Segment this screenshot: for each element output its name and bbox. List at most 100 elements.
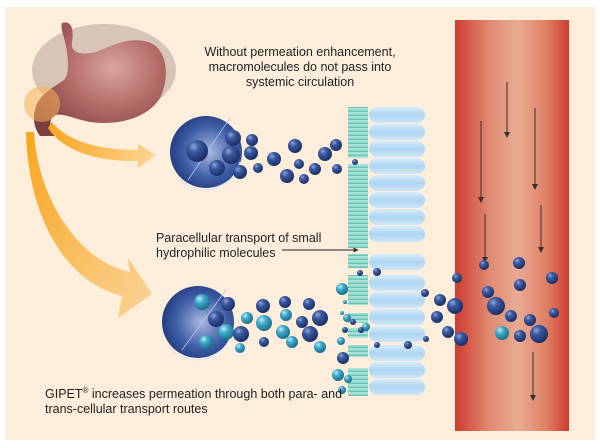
macromolecule (514, 330, 526, 342)
epithelial-cell (369, 124, 425, 140)
macromolecule (221, 297, 235, 311)
orange-arrow-lower (26, 132, 152, 318)
macromolecule (312, 310, 328, 326)
small-hydrophilic-molecule (218, 324, 234, 340)
macromolecule (546, 272, 558, 284)
macromolecule (358, 327, 364, 333)
macromolecule (208, 311, 224, 327)
macromolecule (209, 160, 225, 176)
tight-junction (348, 368, 368, 396)
macromolecule (279, 296, 291, 308)
small-hydrophilic-molecule (336, 283, 348, 295)
stomach-icon (24, 22, 176, 137)
small-hydrophilic-molecule (340, 311, 344, 315)
orange-arrow-upper (48, 122, 156, 168)
macromolecule (222, 146, 240, 164)
macromolecule (303, 298, 315, 310)
macromolecule (454, 332, 468, 346)
macromolecule (267, 152, 281, 166)
caption-without-enhancement: Without permeation enhancement, macromol… (204, 45, 396, 89)
tight-junction (348, 107, 368, 158)
macromolecule (280, 169, 294, 183)
macromolecule (514, 279, 526, 291)
small-hydrophilic-molecule (241, 312, 253, 324)
epithelial-cell (369, 141, 425, 157)
brand-name: GIPET (45, 387, 83, 402)
caption-gipet-text: increases permeation through both para- … (45, 387, 343, 417)
macromolecule (421, 289, 429, 297)
caption-paracellular-transport: Paracellular transport of small hydrophi… (156, 231, 322, 260)
macromolecule (530, 325, 548, 343)
small-hydrophilic-molecule (344, 375, 352, 383)
small-hydrophilic-molecule (194, 294, 210, 310)
small-hydrophilic-molecule (332, 369, 344, 381)
macromolecule (447, 298, 463, 314)
trademark-symbol: ® (82, 386, 89, 395)
epithelial-cell (369, 254, 425, 270)
macromolecule (549, 308, 559, 318)
intestinal-epithelium (348, 107, 425, 396)
macromolecule (505, 310, 517, 322)
tight-junction (348, 328, 368, 338)
macromolecule (513, 257, 525, 269)
small-hydrophilic-molecule (343, 300, 347, 304)
macromolecule (482, 286, 494, 298)
small-hydrophilic-molecule (338, 386, 346, 394)
blood-vessel (455, 20, 569, 431)
macromolecule (479, 260, 489, 270)
macromolecule (256, 299, 270, 313)
epithelial-cell (369, 362, 425, 378)
small-hydrophilic-molecule (495, 326, 509, 340)
macromolecule (259, 337, 269, 347)
macromolecule (186, 140, 208, 162)
small-hydrophilic-molecule (276, 325, 290, 339)
macromolecule (442, 326, 454, 338)
macromolecule (253, 163, 263, 173)
epithelial-cell (369, 326, 425, 342)
small-hydrophilic-molecule (343, 314, 351, 322)
blood-flow-arrows (478, 82, 544, 401)
epithelial-cell (369, 379, 425, 395)
small-hydrophilic-molecule (235, 343, 245, 353)
small-hydrophilic-molecule (199, 335, 213, 349)
macromolecule (357, 270, 363, 276)
macromolecule (246, 134, 258, 146)
macromolecule (374, 342, 380, 348)
small-hydrophilic-molecule (337, 337, 345, 345)
epithelial-cell (369, 158, 425, 174)
epithelial-cell (369, 209, 425, 225)
tight-junction (348, 275, 368, 305)
macromolecule (332, 164, 342, 174)
epithelial-cell (369, 345, 425, 361)
macromolecule (288, 139, 302, 153)
macromolecule (225, 130, 241, 146)
macromolecule (302, 326, 318, 342)
macromolecule (487, 297, 505, 315)
tight-junction (348, 254, 368, 268)
epithelial-cell (369, 292, 425, 308)
macromolecule (431, 311, 443, 323)
small-hydrophilic-molecule (256, 315, 272, 331)
small-hydrophilic-molecule (314, 341, 326, 353)
tablet-lower (162, 286, 234, 361)
macromolecule (350, 319, 356, 325)
epithelial-cell (369, 192, 425, 208)
epithelial-cell (369, 175, 425, 191)
macromolecule (299, 174, 309, 184)
epithelial-cell (369, 275, 425, 291)
macromolecule (434, 294, 446, 306)
macromolecule (404, 341, 412, 349)
epithelial-cell (369, 107, 425, 123)
macromolecule (296, 316, 308, 328)
macromolecule (423, 336, 429, 342)
macromolecule (294, 159, 304, 169)
macromolecule (309, 163, 321, 175)
macromolecule (318, 147, 332, 161)
macromolecule (524, 314, 536, 326)
tight-junction (348, 345, 368, 357)
small-hydrophilic-molecule (280, 309, 292, 321)
macromolecule (233, 326, 249, 342)
macromolecule (452, 273, 462, 283)
macromolecule (233, 165, 247, 179)
